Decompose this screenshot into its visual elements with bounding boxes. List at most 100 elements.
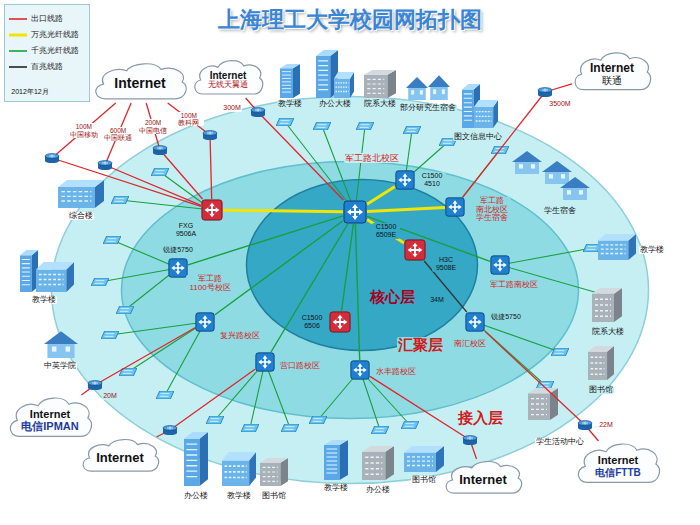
- place-label: 图书馆: [588, 386, 614, 394]
- access-switch: [403, 126, 421, 134]
- router-icon: [203, 131, 217, 141]
- switch-device: 复兴路校区: [195, 312, 215, 332]
- device-icon: [201, 199, 223, 221]
- cloud-label: Internet: [114, 76, 165, 92]
- building-icon: [592, 288, 622, 322]
- bandwidth-label-slot: 22M: [598, 421, 614, 429]
- device-label-slot: FXG 9506A: [172, 222, 200, 238]
- device-label: C1500 6509E: [372, 223, 400, 239]
- device-label-slot: 军工路 南北校区 学生宿舍: [473, 197, 511, 224]
- place-label-slot: 办公楼: [183, 492, 209, 500]
- place-label-slot: 图书馆: [261, 492, 287, 500]
- legend-line: [9, 66, 27, 68]
- router-icon: [463, 436, 477, 446]
- router-device: H3C 9508E: [404, 239, 426, 261]
- router-device: FXG 9506A: [201, 199, 223, 221]
- place-label: 教学楼: [639, 246, 665, 254]
- building-icon: [222, 452, 256, 486]
- device-body: [256, 353, 274, 371]
- place-label-slot: 教学楼: [226, 492, 252, 500]
- device-label: 南汇校区: [453, 340, 487, 349]
- bandwidth-label: 100M 中国移动: [69, 123, 99, 138]
- access-switch: [103, 236, 121, 244]
- place-label: 办公大楼: [318, 100, 352, 108]
- cloud-label: 无线天翼通: [208, 81, 248, 90]
- device-arrows: [205, 203, 220, 218]
- place-label-slot: 图书馆: [588, 386, 614, 394]
- router-icon: [88, 381, 102, 391]
- switch-device: C1500 6509E: [343, 200, 367, 224]
- router-icon: [578, 421, 592, 431]
- device-arrows: [448, 200, 461, 213]
- access-switch: [309, 416, 327, 424]
- place-label-slot: 办公楼: [365, 486, 391, 494]
- building-icon: [528, 388, 558, 420]
- device-body: [466, 313, 484, 331]
- link-line: [223, 210, 343, 212]
- legend-line: [9, 50, 27, 52]
- layer-name-slot: 核心层: [369, 289, 416, 306]
- access-switch: [156, 391, 174, 399]
- router-icon: [251, 108, 265, 118]
- switch-device: C1500 4510: [395, 170, 415, 190]
- device-arrows: [198, 315, 211, 328]
- internet-cloud: Internet: [443, 459, 523, 497]
- device-label: C1500 6506: [298, 314, 326, 330]
- place-label: 2012年12月: [10, 88, 49, 96]
- place-label: 院系大楼: [591, 328, 625, 336]
- internet-cloud: Internet电信FTTB: [575, 441, 661, 487]
- building-icon: [260, 458, 288, 486]
- device-label-slot: C1500 6506: [298, 314, 326, 330]
- device-arrows: [333, 315, 348, 330]
- switch-device: 水丰路校区: [350, 360, 370, 380]
- device-label: 军工路 1100号校区: [186, 275, 234, 293]
- place-label: 图文信息中心: [453, 133, 503, 141]
- cloud-label: Internet: [30, 408, 70, 420]
- bandwidth-label: 20M: [102, 392, 118, 400]
- legend-line-sample: [9, 32, 27, 38]
- access-switch: [151, 168, 169, 176]
- access-switch: [91, 278, 109, 286]
- cloud-label: 电信FTTB: [595, 467, 641, 478]
- access-switch: [356, 122, 374, 130]
- legend-line-sample: [9, 48, 27, 54]
- switch-device: 军工路 南北校区 学生宿舍: [445, 197, 465, 217]
- device-icon: [168, 258, 188, 278]
- router-icon: [98, 161, 112, 171]
- building-icon: [334, 72, 354, 98]
- device-icon: [404, 239, 426, 261]
- cloud-label: Internet: [590, 62, 634, 75]
- place-label-slot: 图书馆: [411, 476, 437, 484]
- ellipse-fill: [247, 180, 478, 351]
- building-icon: [324, 440, 348, 480]
- device-label-slot: H3C 9508E: [432, 256, 460, 272]
- access-switch: [116, 306, 134, 314]
- device-label-slot: 军工路南校区: [489, 281, 539, 290]
- building-icon: [58, 180, 104, 208]
- cloud-label: 电信IPMAN: [21, 420, 78, 432]
- place-label-slot: 学生宿舍: [543, 207, 577, 215]
- cloud-label: Internet: [96, 451, 144, 466]
- bandwidth-label: 200M 中国电信: [138, 119, 168, 134]
- place-label-slot: 中英学院: [43, 362, 77, 370]
- internet-cloud: Internet无线天翼通: [192, 58, 264, 98]
- device-label-slot: C1500 4510: [418, 172, 446, 188]
- device-label-slot: C1500 6509E: [372, 223, 400, 239]
- place-label-slot: 教学楼: [323, 484, 349, 492]
- access-switch: [401, 421, 419, 429]
- place-label-slot: 2012年12月: [10, 88, 49, 96]
- access-switch: [281, 424, 299, 432]
- access-switch: [276, 118, 294, 126]
- device-body: [196, 313, 214, 331]
- place-label: 图书馆: [411, 476, 437, 484]
- device-label: C1500 4510: [418, 172, 446, 188]
- place-label-slot: 教学楼: [277, 100, 303, 108]
- device-icon: [445, 197, 465, 217]
- bandwidth-label: 22M: [598, 421, 614, 429]
- device-label: H3C 9508E: [432, 256, 460, 272]
- cloud-outline: [10, 398, 91, 436]
- device-body: [446, 198, 464, 216]
- router-icon: [45, 154, 59, 164]
- device-label-slot: 南汇校区: [453, 340, 487, 349]
- layer-name-slot: 汇聚层: [397, 337, 444, 354]
